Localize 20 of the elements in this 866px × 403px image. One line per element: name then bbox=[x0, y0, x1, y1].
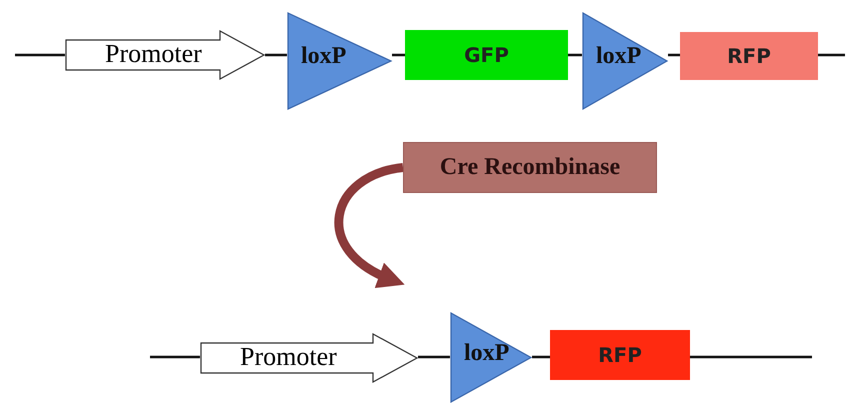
dna-line bbox=[818, 54, 845, 56]
gene-box: GFP bbox=[405, 30, 568, 80]
dna-line bbox=[532, 356, 550, 358]
site-label: loxP bbox=[596, 43, 642, 70]
gene-box: RFP bbox=[550, 330, 690, 380]
dna-line bbox=[690, 356, 812, 358]
dna-line bbox=[15, 54, 65, 56]
dna-line bbox=[568, 54, 582, 56]
dna-line bbox=[150, 356, 200, 358]
site-label: loxP bbox=[301, 43, 346, 70]
dna-line bbox=[418, 356, 450, 358]
gene-box: RFP bbox=[680, 32, 818, 80]
promoter-label: Promoter bbox=[105, 39, 202, 70]
dna-line bbox=[392, 54, 405, 56]
promoter-label: Promoter bbox=[240, 342, 337, 372]
enzyme-box: Cre Recombinase bbox=[403, 142, 657, 193]
dna-line bbox=[265, 54, 287, 56]
site-label: loxP bbox=[464, 340, 510, 366]
curved-arrow bbox=[334, 163, 404, 287]
dna-line bbox=[668, 54, 680, 56]
